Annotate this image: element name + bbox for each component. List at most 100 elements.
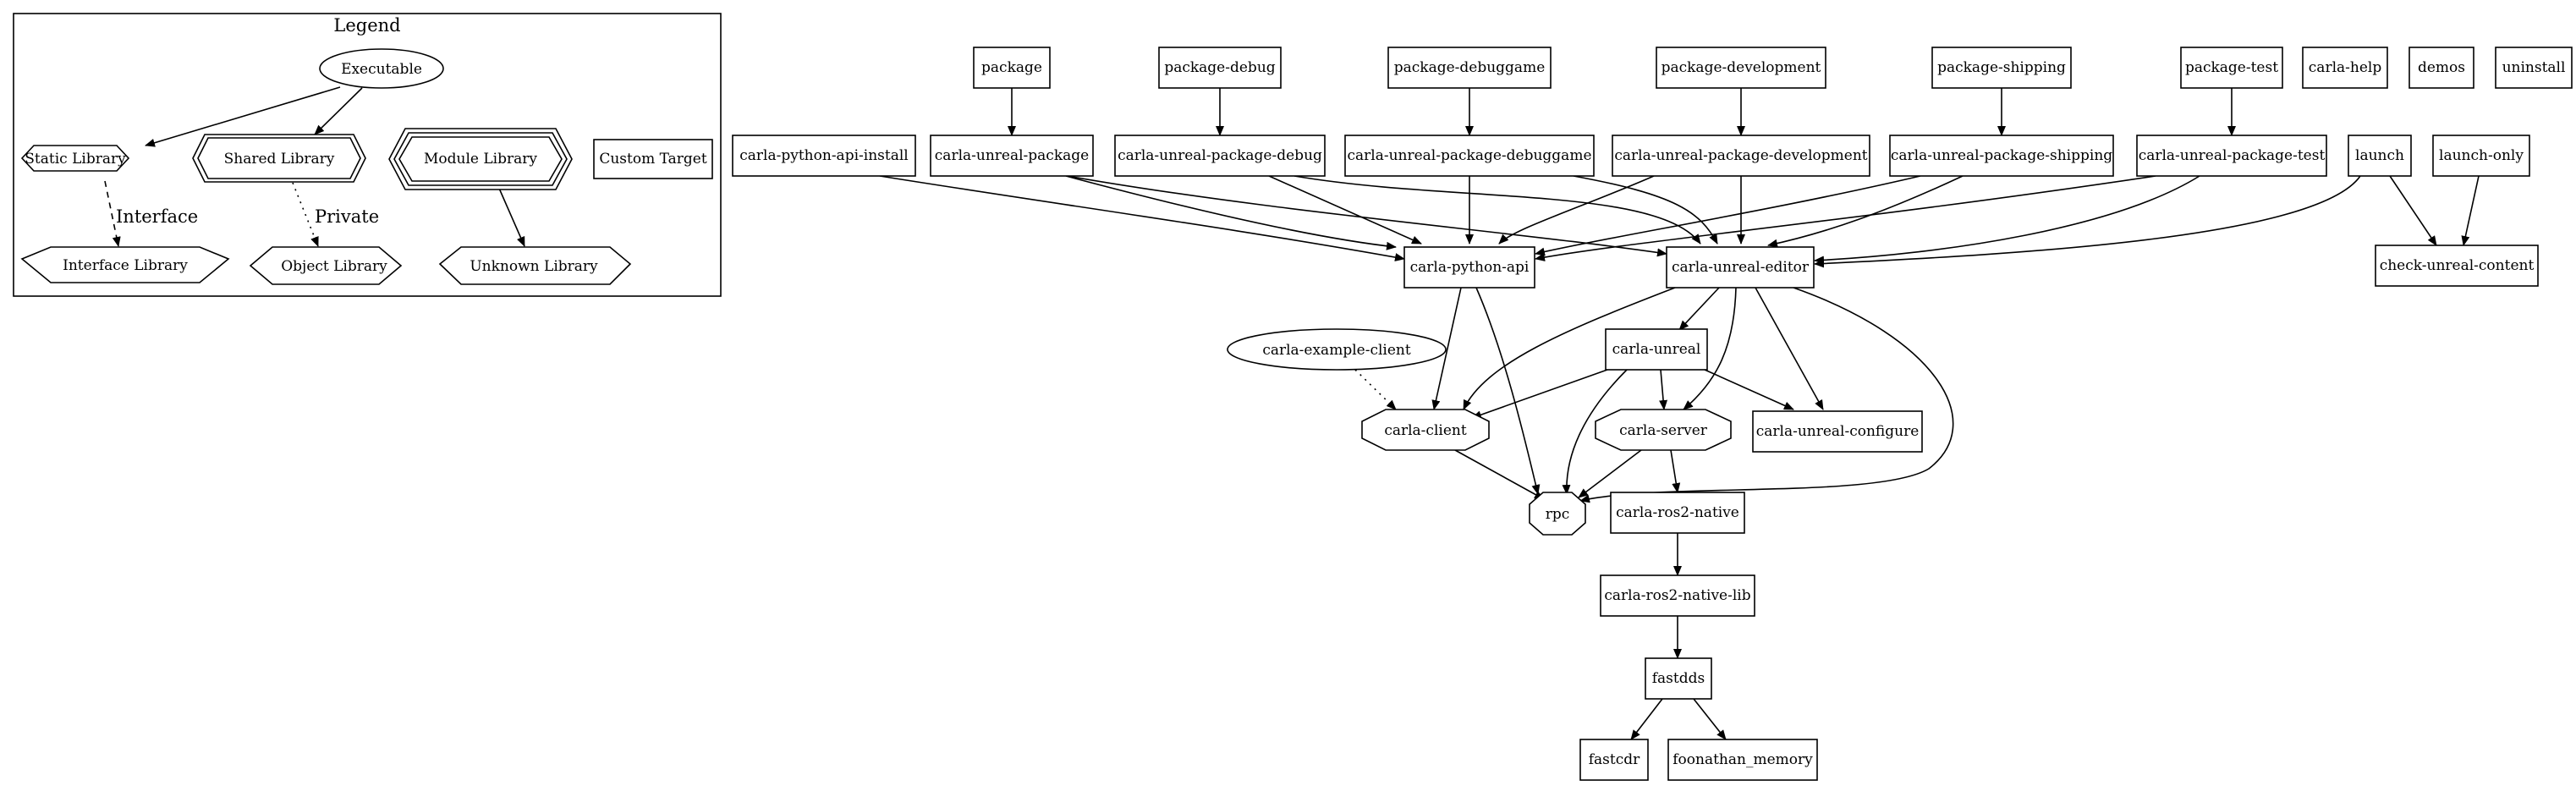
- edge-package-debug-editor: [1293, 175, 1701, 245]
- legend-edge-label-interface: Interface: [116, 206, 198, 227]
- svg-text:Object Library: Object Library: [281, 258, 387, 275]
- svg-text:carla-unreal-package-shipping: carla-unreal-package-shipping: [1891, 147, 2112, 164]
- legend-node-object-library: Object Library: [249, 246, 403, 285]
- node-check-unreal-content: check-unreal-content: [2375, 245, 2539, 287]
- svg-text:carla-unreal-package-developme: carla-unreal-package-development: [1614, 147, 1867, 164]
- svg-text:carla-client: carla-client: [1384, 422, 1467, 439]
- legend-node-executable: Executable: [319, 48, 444, 89]
- edge-unreal-package-editor: [1067, 175, 1667, 257]
- legend-node-unknown-library: Unknown Library: [438, 246, 632, 285]
- node-launch: launch: [2348, 135, 2412, 177]
- edge-launch-editor: [1814, 175, 2361, 268]
- edge-unreal-package-api: [1065, 175, 1397, 250]
- legend-frame: [13, 13, 722, 297]
- legend-edge-static-interface: [104, 180, 121, 247]
- node-package: package: [973, 47, 1051, 89]
- node-carla-python-api-install: carla-python-api-install: [732, 135, 916, 177]
- edge-unreal-client: [1471, 369, 1608, 420]
- legend-node-interface-library: Interface Library: [20, 246, 230, 283]
- svg-text:launch: launch: [2355, 147, 2404, 164]
- edge-server-rpc: [1578, 449, 1642, 498]
- svg-text:demos: demos: [2418, 59, 2465, 76]
- node-demos: demos: [2408, 47, 2474, 89]
- svg-text:package-debug: package-debug: [1164, 59, 1275, 76]
- legend-edge-executable-static: [145, 86, 341, 147]
- node-carla-ros2-native-lib: carla-ros2-native-lib: [1600, 574, 1755, 617]
- edge-launch-only-check: [2461, 175, 2480, 246]
- svg-text:check-unreal-content: check-unreal-content: [2380, 257, 2535, 274]
- svg-text:carla-unreal-package-test: carla-unreal-package-test: [2139, 147, 2326, 164]
- node-carla-example-client: carla-example-client: [1227, 328, 1447, 371]
- node-carla-unreal: carla-unreal: [1605, 328, 1708, 371]
- svg-text:package: package: [981, 59, 1042, 76]
- node-carla-python-api: carla-python-api: [1403, 246, 1535, 289]
- legend: Legend Interface Private Executable Stat…: [13, 13, 722, 297]
- graph-nodes: package package-debug package-debuggame …: [732, 47, 2573, 781]
- node-carla-client: carla-client: [1361, 409, 1490, 451]
- edge-editor-configure: [1755, 287, 1824, 410]
- node-carla-unreal-package: carla-unreal-package: [930, 135, 1094, 177]
- edge-fastdds-foonathan: [1693, 698, 1727, 740]
- svg-text:carla-unreal-package-debug: carla-unreal-package-debug: [1118, 147, 1322, 164]
- legend-node-shared-library: Shared Library: [192, 134, 366, 183]
- svg-text:package-test: package-test: [2185, 59, 2278, 76]
- edge-package-debuggame-editor: [1573, 175, 1718, 245]
- node-uninstall: uninstall: [2495, 47, 2573, 89]
- edge-editor-rpc: [1579, 287, 1954, 503]
- svg-text:carla-ros2-native: carla-ros2-native: [1616, 504, 1739, 521]
- svg-text:Shared Library: Shared Library: [224, 151, 335, 168]
- svg-text:Interface Library: Interface Library: [63, 257, 188, 274]
- node-package-shipping: package-shipping: [1931, 47, 2072, 89]
- svg-text:Executable: Executable: [341, 61, 422, 78]
- edge-fastdds-fastcdr: [1630, 698, 1663, 740]
- svg-text:carla-unreal-configure: carla-unreal-configure: [1756, 423, 1920, 440]
- edge-package-shipping-api: [1535, 175, 1921, 256]
- edge-package-shipping-editor: [1767, 175, 1964, 248]
- svg-text:carla-example-client: carla-example-client: [1262, 342, 1411, 359]
- node-carla-unreal-configure: carla-unreal-configure: [1752, 410, 1923, 453]
- edge-api-client: [1431, 287, 1462, 410]
- svg-text:fastdds: fastdds: [1652, 670, 1705, 687]
- edge-package-debug-api: [1268, 175, 1422, 245]
- node-package-debug: package-debug: [1158, 47, 1282, 89]
- svg-text:Static Library: Static Library: [25, 151, 126, 168]
- legend-title: Legend: [333, 15, 400, 36]
- svg-text:uninstall: uninstall: [2502, 59, 2566, 76]
- svg-text:carla-unreal-editor: carla-unreal-editor: [1672, 259, 1810, 276]
- svg-text:package-shipping: package-shipping: [1937, 59, 2066, 76]
- node-carla-unreal-package-development: carla-unreal-package-development: [1612, 135, 1870, 177]
- node-carla-unreal-editor: carla-unreal-editor: [1666, 246, 1815, 289]
- node-carla-ros2-native: carla-ros2-native: [1610, 492, 1745, 534]
- svg-text:carla-unreal: carla-unreal: [1612, 341, 1701, 358]
- edge-unreal-rpc: [1562, 369, 1628, 495]
- legend-edge-module-unknown: [497, 184, 525, 247]
- edge-unreal-server: [1659, 369, 1668, 410]
- edge-package-test-editor: [1814, 175, 2200, 265]
- svg-text:Module Library: Module Library: [424, 151, 537, 168]
- legend-edge-shared-object: [292, 182, 319, 247]
- svg-text:package-debuggame: package-debuggame: [1394, 59, 1546, 76]
- node-carla-server: carla-server: [1595, 409, 1732, 451]
- edge-unreal-configure: [1704, 369, 1794, 410]
- svg-text:package-development: package-development: [1661, 59, 1821, 76]
- svg-text:fastcdr: fastcdr: [1589, 751, 1640, 768]
- node-fastcdr: fastcdr: [1579, 739, 1649, 781]
- legend-node-static-library: Static Library: [20, 145, 130, 172]
- edge-package-development-api: [1498, 175, 1655, 245]
- edge-editor-client: [1463, 287, 1676, 410]
- svg-text:foonathan_memory: foonathan_memory: [1672, 751, 1813, 768]
- svg-text:launch-only: launch-only: [2439, 147, 2524, 164]
- edge-python-install-api: [879, 175, 1405, 261]
- legend-edge-label-private: Private: [315, 206, 379, 227]
- node-carla-unreal-package-debug: carla-unreal-package-debug: [1114, 135, 1326, 177]
- node-package-test: package-test: [2180, 47, 2283, 89]
- svg-text:carla-python-api-install: carla-python-api-install: [739, 147, 908, 164]
- svg-text:carla-unreal-package-debuggame: carla-unreal-package-debuggame: [1347, 147, 1591, 164]
- svg-text:carla-server: carla-server: [1619, 422, 1708, 439]
- graph-edges: [879, 88, 2480, 740]
- node-package-debuggame: package-debuggame: [1387, 47, 1552, 89]
- node-fastdds: fastdds: [1645, 657, 1712, 700]
- svg-text:carla-unreal-package: carla-unreal-package: [935, 147, 1089, 164]
- svg-text:carla-ros2-native-lib: carla-ros2-native-lib: [1604, 587, 1750, 604]
